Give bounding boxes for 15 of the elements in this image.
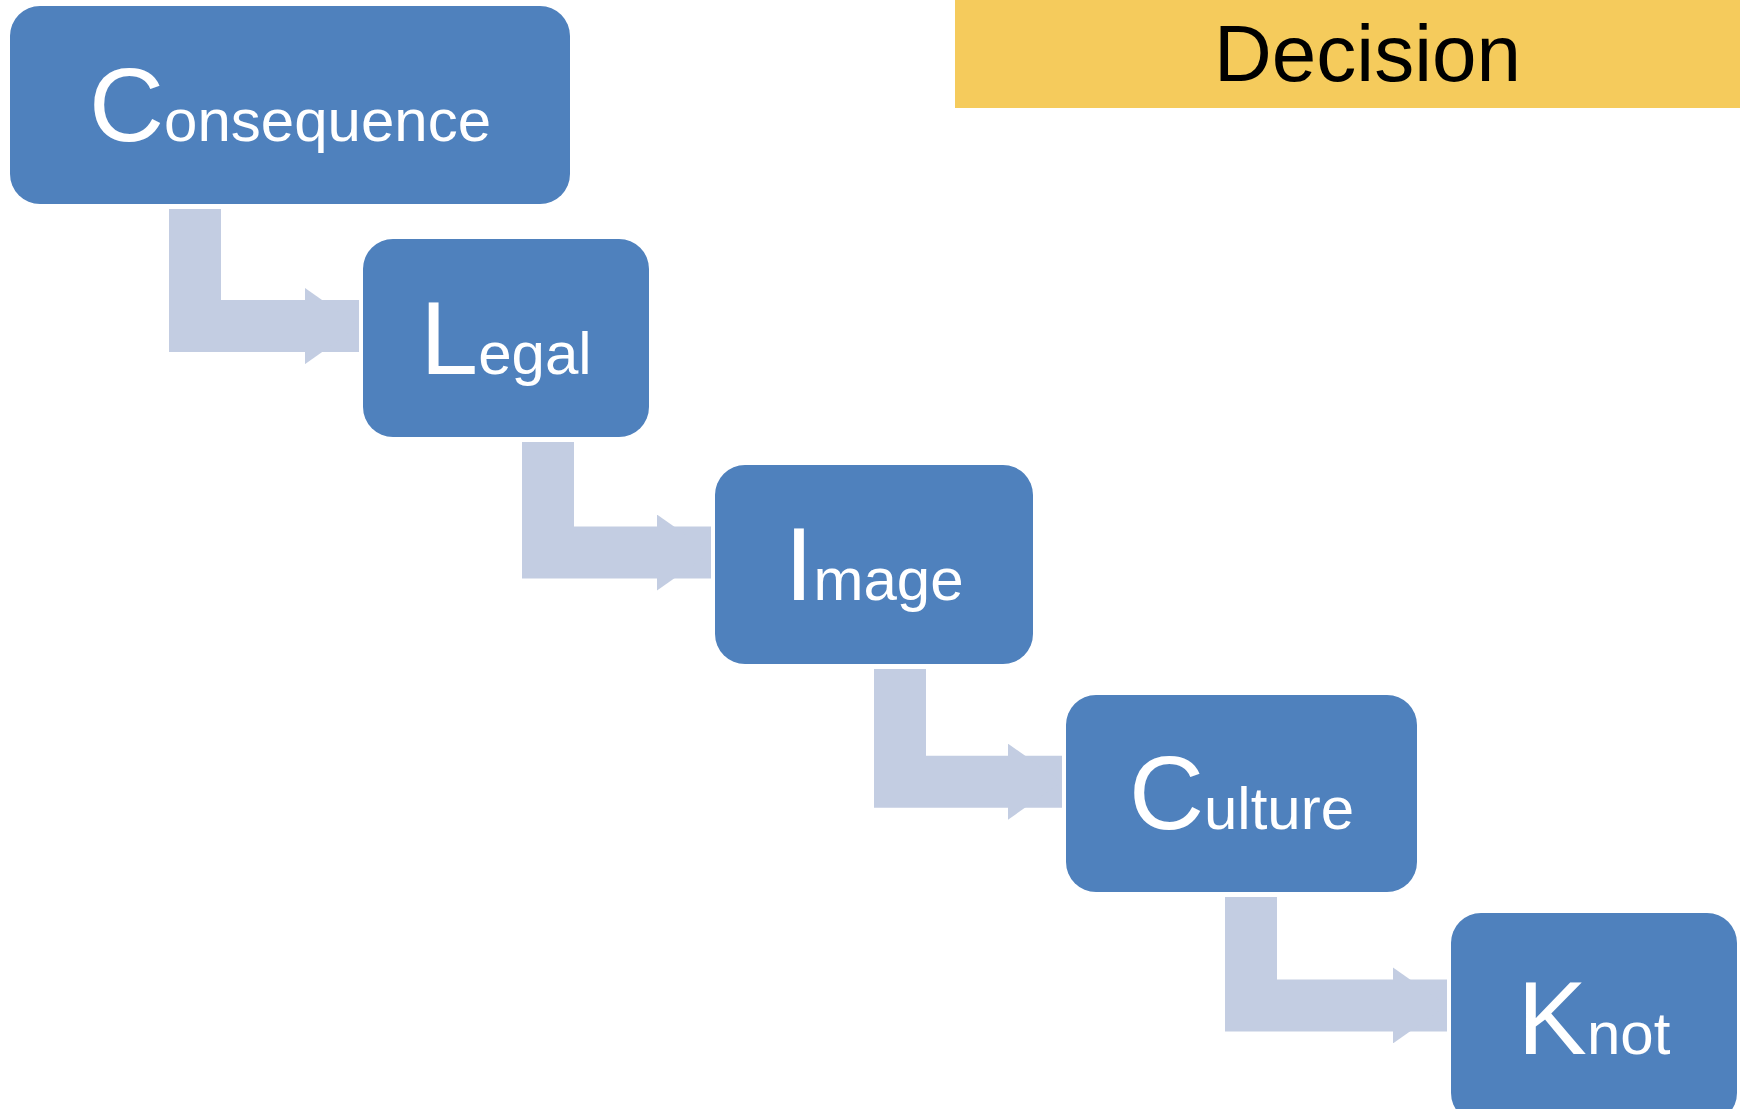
process-box [363, 239, 649, 437]
process-box [10, 6, 570, 204]
process-box [1451, 913, 1737, 1109]
title-text: Decision [1213, 8, 1521, 100]
box-label: Image [784, 505, 964, 624]
bent-arrow [874, 669, 1062, 820]
box-label: Knot [1517, 958, 1671, 1078]
box-label: Legal [420, 278, 592, 398]
box-label: Culture [1128, 734, 1355, 853]
process-box [1066, 695, 1417, 892]
process-box [715, 465, 1033, 664]
bent-arrow [522, 442, 711, 591]
bent-arrow [169, 209, 359, 365]
bent-arrow [1225, 897, 1447, 1044]
box-label: Consequence [88, 45, 492, 165]
